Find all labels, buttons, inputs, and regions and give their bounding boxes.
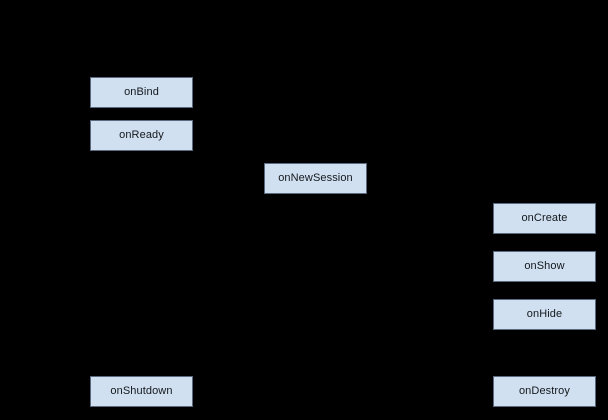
node-on-hide[interactable]: onHide bbox=[493, 299, 596, 330]
node-label: onShow bbox=[524, 260, 565, 272]
node-on-show[interactable]: onShow bbox=[493, 251, 596, 282]
node-on-new-session[interactable]: onNewSession bbox=[264, 163, 367, 194]
node-label: onBind bbox=[124, 86, 159, 98]
node-on-bind[interactable]: onBind bbox=[90, 77, 193, 108]
node-label: onShutdown bbox=[110, 385, 173, 397]
node-on-create[interactable]: onCreate bbox=[493, 203, 596, 234]
node-on-ready[interactable]: onReady bbox=[90, 120, 193, 151]
node-label: onReady bbox=[119, 129, 164, 141]
node-label: onDestroy bbox=[518, 385, 571, 397]
node-label: onNewSession bbox=[278, 172, 353, 184]
node-on-shutdown[interactable]: onShutdown bbox=[90, 376, 193, 407]
node-label: onHide bbox=[526, 308, 563, 320]
node-on-destroy[interactable]: onDestroy bbox=[493, 376, 596, 407]
node-label: onCreate bbox=[521, 212, 568, 224]
